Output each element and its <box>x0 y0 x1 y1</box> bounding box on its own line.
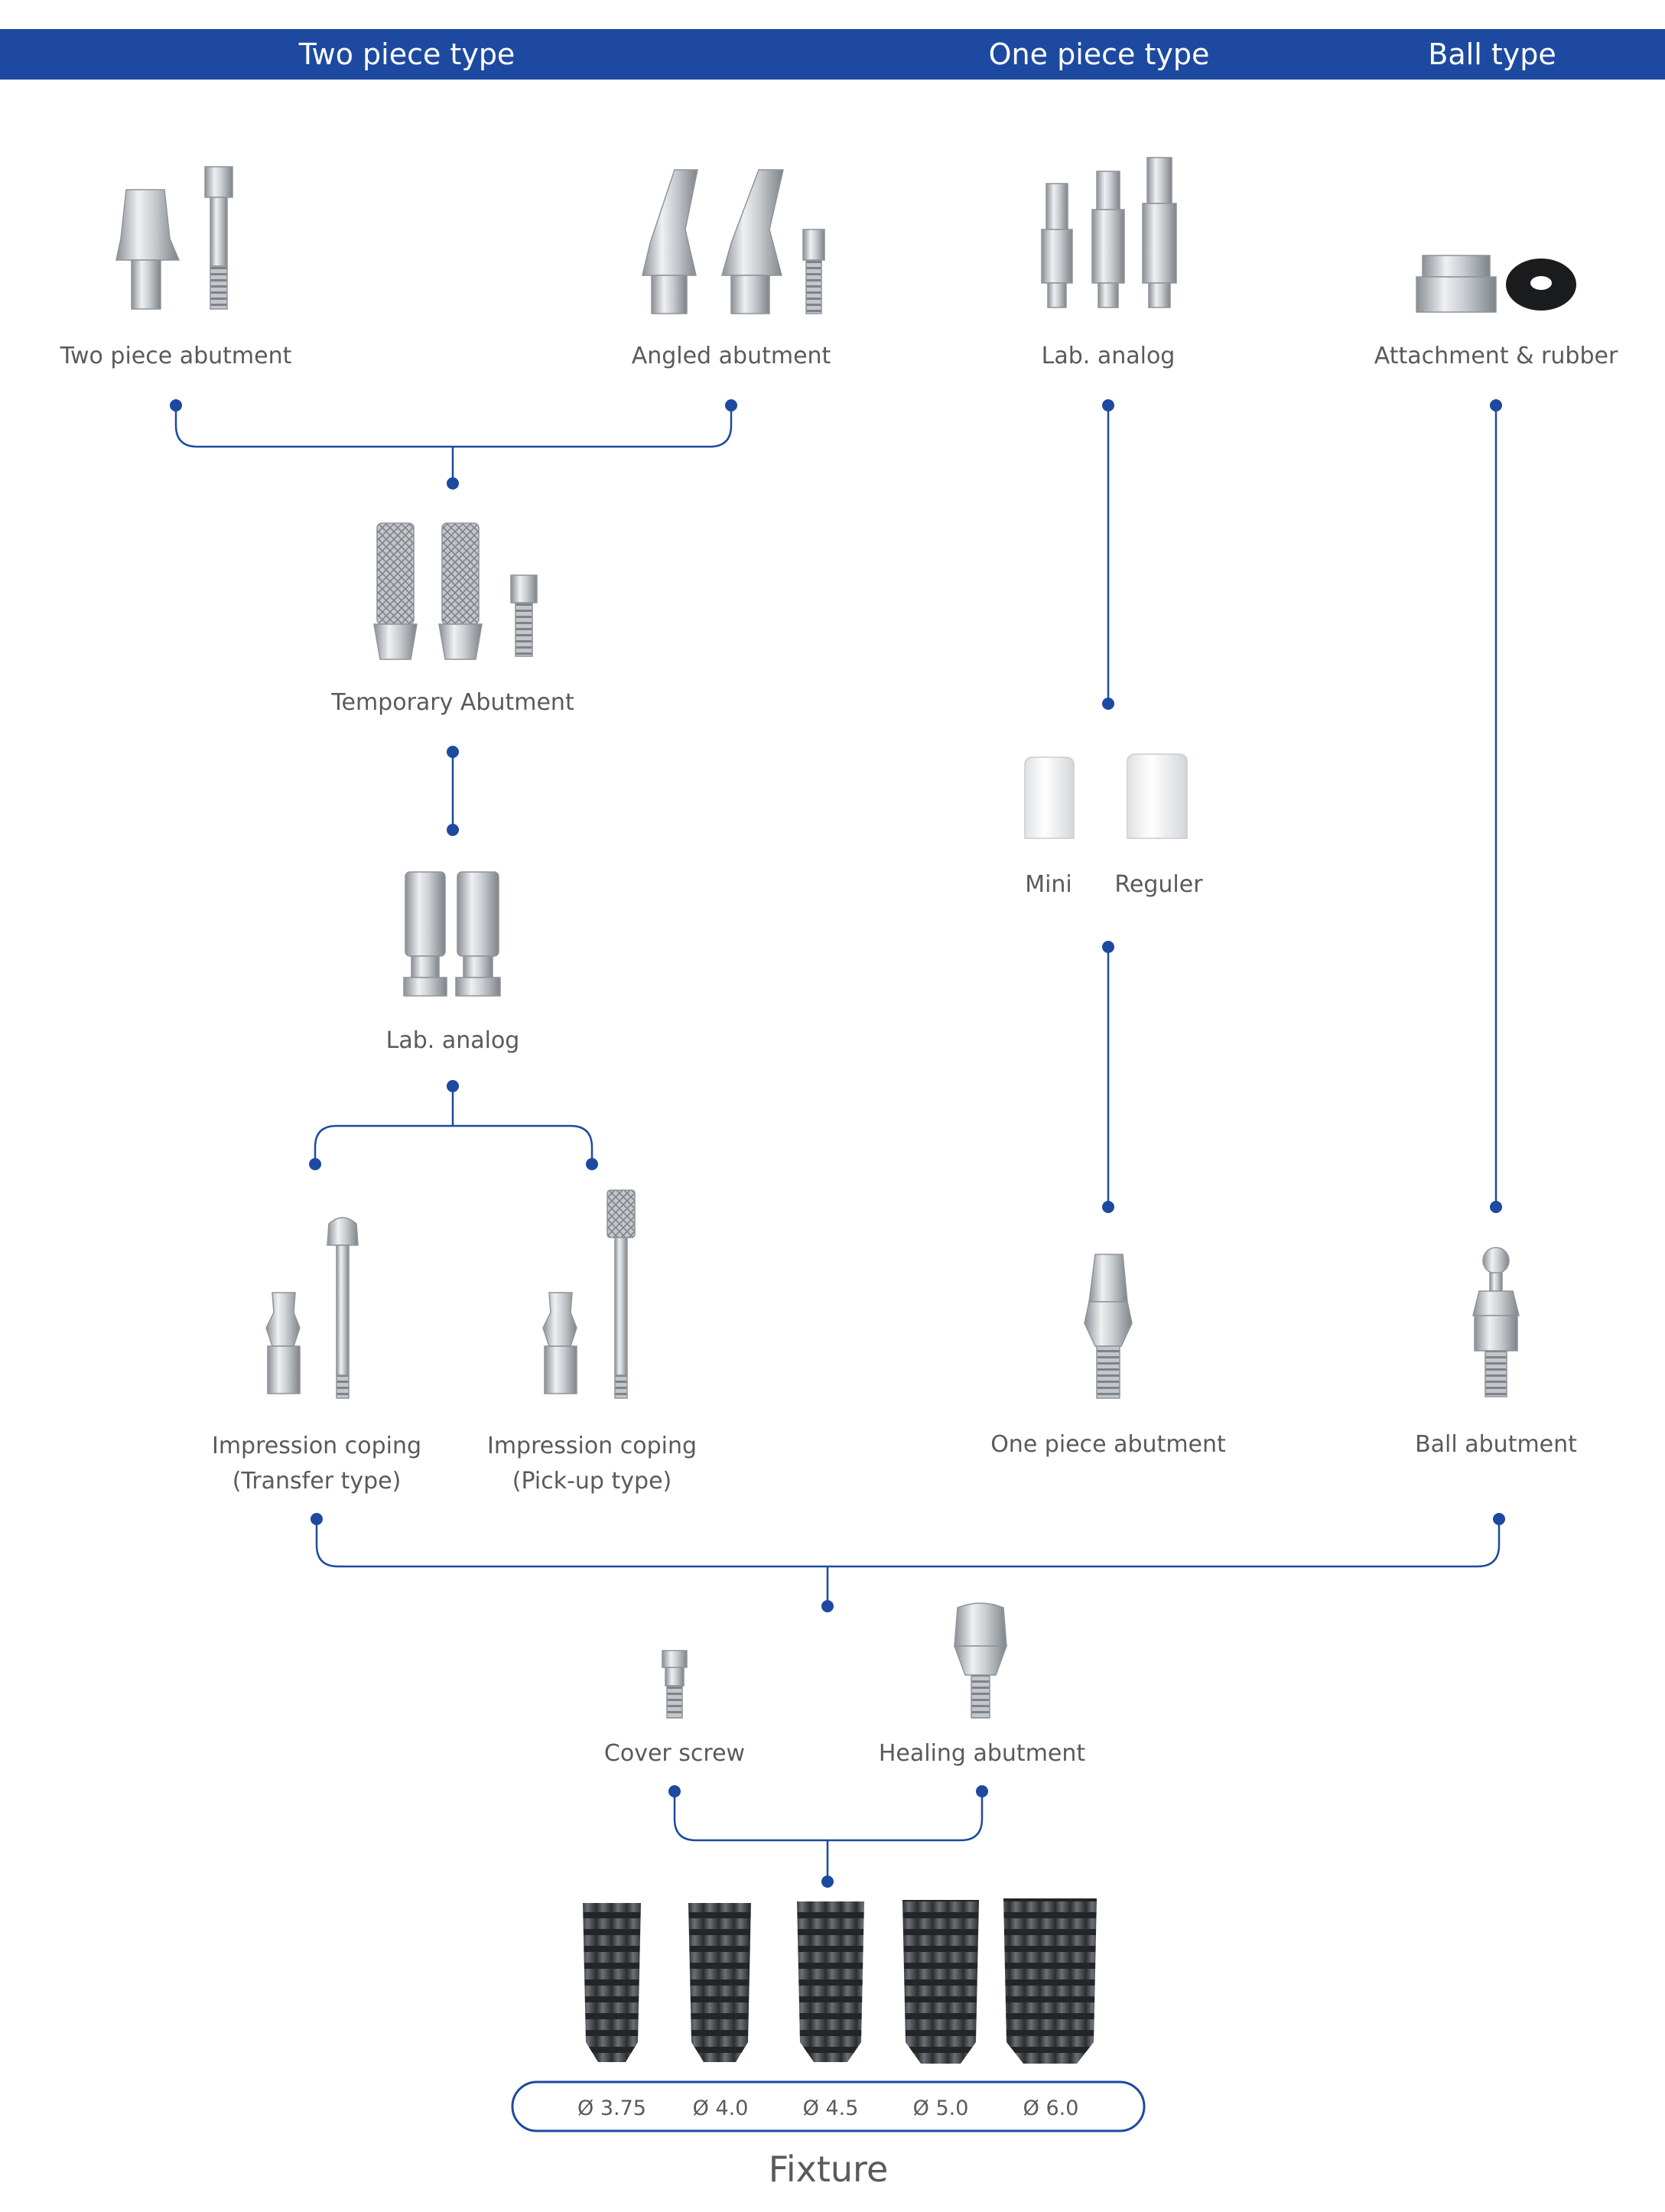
ball-abutment-icon <box>1472 1247 1520 1397</box>
lab-analog-icon <box>1041 157 1177 308</box>
diameter-4-5: Ø 4.5 <box>803 2097 859 2120</box>
angled-abutment-icon <box>642 169 825 314</box>
cap-reguler-label: Reguler <box>1114 871 1203 898</box>
healing-abutment-label: Healing abutment <box>879 1740 1086 1767</box>
diameter-4-0: Ø 4.0 <box>693 2097 749 2120</box>
two-piece-abutment-icon <box>115 166 233 310</box>
connector-dots <box>170 399 1505 1888</box>
impression-coping-icon <box>542 1189 636 1399</box>
lab-analog-label-one-piece: Lab. analog <box>1042 343 1176 369</box>
impression-pickup-label-1: Impression coping <box>487 1433 697 1459</box>
diameter-3-75: Ø 3.75 <box>577 2097 646 2120</box>
lab-analog-label-two-piece: Lab. analog <box>386 1027 520 1054</box>
header-background <box>0 29 1665 80</box>
impression-pickup-label-2: (Pick-up type) <box>512 1468 672 1495</box>
temporary-abutment-label: Temporary Abutment <box>330 689 574 716</box>
diameter-6-0: Ø 6.0 <box>1023 2097 1079 2120</box>
header-bar: Two piece type One piece type Ball type <box>0 29 1665 80</box>
lab-analog-icon <box>403 871 501 997</box>
ball-abutment-label: Ball abutment <box>1415 1431 1577 1458</box>
fixture-diameter-pill: Ø 3.75 Ø 4.0 Ø 4.5 Ø 5.0 Ø 6.0 <box>511 2080 1146 2132</box>
attachment-rubber-icon <box>1416 255 1576 313</box>
cover-screw-icon <box>662 1650 688 1719</box>
header-one-piece-type: One piece type <box>989 37 1210 71</box>
impression-coping-icon <box>265 1217 359 1399</box>
attachment-rubber-label: Attachment & rubber <box>1374 343 1618 369</box>
diameter-5-0: Ø 5.0 <box>913 2097 969 2120</box>
header-two-piece-type: Two piece type <box>298 37 515 71</box>
impression-transfer-label-1: Impression coping <box>212 1433 421 1459</box>
one-piece-abutment-label: One piece abutment <box>990 1431 1226 1458</box>
angled-abutment-label: Angled abutment <box>632 343 831 369</box>
healing-cap-icon <box>1024 753 1188 839</box>
cap-mini-label: Mini <box>1025 871 1072 898</box>
healing-abutment-icon <box>953 1602 1008 1719</box>
header-ball-type: Ball type <box>1428 37 1556 71</box>
fixture-title: Fixture <box>769 2149 889 2190</box>
one-piece-abutment-icon <box>1084 1254 1133 1399</box>
cover-screw-label: Cover screw <box>604 1740 745 1767</box>
impression-transfer-label-2: (Transfer type) <box>233 1468 402 1495</box>
fixture-icon <box>583 1898 1097 2064</box>
two-piece-abutment-label: Two piece abutment <box>60 343 292 369</box>
connector-lines <box>174 405 1501 1882</box>
temporary-abutment-icon <box>373 522 538 660</box>
